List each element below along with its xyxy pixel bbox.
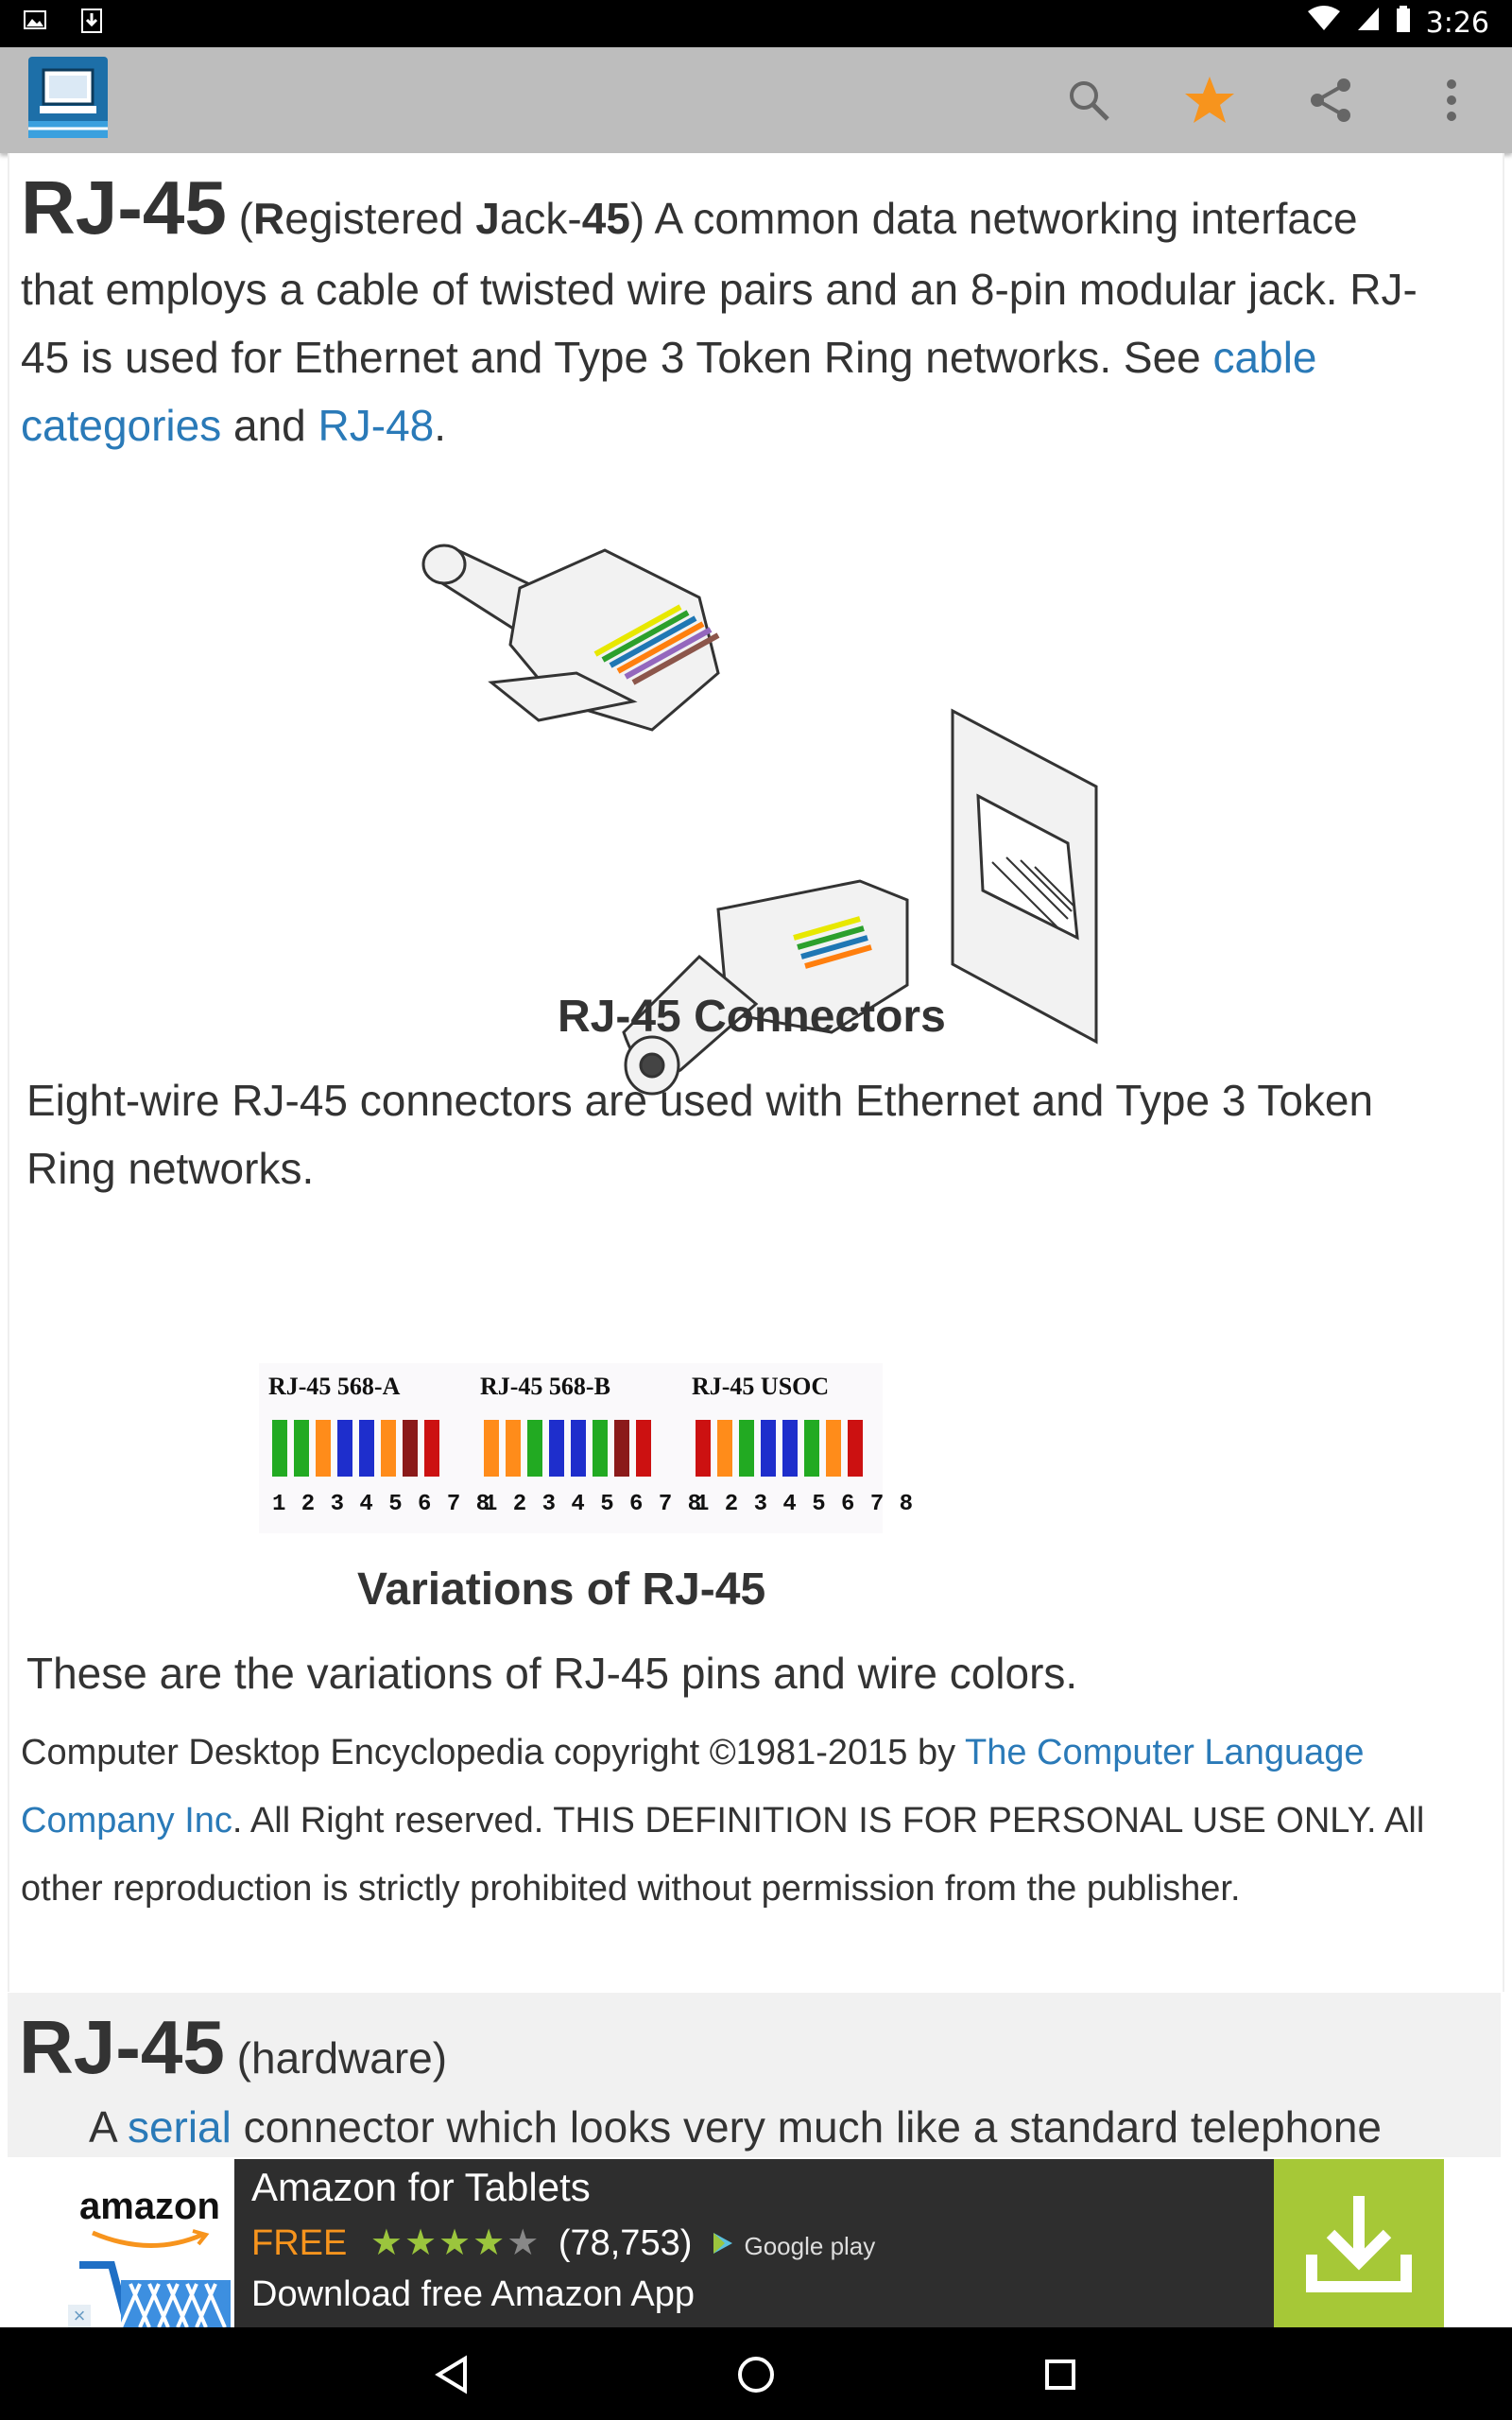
definition-entry: RJ-45 (Registered Jack-45) A common data… xyxy=(8,153,1504,1992)
variation-label: RJ-45 USOC xyxy=(692,1373,830,1400)
copyright-line: Computer Desktop Encyclopedia copyright … xyxy=(21,1733,1365,1772)
back-button[interactable] xyxy=(423,2346,480,2403)
pin-numbers: 1 2 3 4 5 6 7 8 xyxy=(484,1492,703,1517)
variation-label: RJ-45 568-A xyxy=(268,1373,401,1400)
link-cable-categories[interactable]: categories xyxy=(21,401,222,450)
overflow-menu-button[interactable] xyxy=(1423,72,1480,129)
signal-icon xyxy=(1356,6,1381,40)
home-icon xyxy=(738,2357,774,2393)
amazon-logo: amazon × xyxy=(68,2159,234,2327)
download-icon xyxy=(1306,2196,1412,2292)
link-rj-48[interactable]: RJ-48 xyxy=(318,401,435,450)
variation-label: RJ-45 568-B xyxy=(480,1373,610,1400)
figure1-title: RJ-45 Connectors xyxy=(558,992,946,1042)
ad-cta-text: Download free Amazon App xyxy=(251,2274,695,2314)
rj45-variations-illustration: RJ-45 568-A RJ-45 568-B RJ-45 USOC xyxy=(259,1363,913,1533)
ad-meta: FREE ★★★★★ (78,753) Google play xyxy=(251,2221,875,2265)
back-icon xyxy=(435,2355,467,2394)
amazon-smile-icon xyxy=(92,2229,210,2248)
search-icon xyxy=(1070,81,1109,121)
term-qualifier: (hardware) xyxy=(236,2033,448,2083)
ad-banner[interactable]: amazon × Amazon for Tablets FREE ★★★★★ (… xyxy=(68,2159,1444,2327)
copyright-line: other reproduction is strictly prohibite… xyxy=(21,1869,1241,1909)
wifi-icon xyxy=(1307,6,1341,40)
image-notification-icon xyxy=(23,8,51,36)
link-serial[interactable]: serial xyxy=(127,2102,232,2152)
link-publisher[interactable]: Company Inc xyxy=(21,1801,232,1841)
status-bar: 3:26 xyxy=(0,0,1512,47)
battery-icon xyxy=(1396,6,1411,40)
definition-line: A serial connector which looks very much… xyxy=(89,2102,1382,2152)
navigation-bar xyxy=(0,2327,1512,2420)
shopping-cart-icon xyxy=(79,2261,231,2327)
link-publisher[interactable]: The Computer Language xyxy=(964,1733,1365,1772)
ad-download-button[interactable] xyxy=(1274,2159,1444,2327)
figure1-description: Eight-wire RJ-45 connectors are used wit… xyxy=(26,1076,1374,1125)
recents-button[interactable] xyxy=(1032,2346,1089,2403)
search-button[interactable] xyxy=(1060,72,1117,129)
rating-stars: ★★★★ xyxy=(369,2223,507,2263)
copyright-line: Company Inc. All Right reserved. THIS DE… xyxy=(21,1801,1425,1841)
ad-title: Amazon for Tablets xyxy=(251,2165,591,2209)
definition-paragraph: RJ-45 (Registered Jack-45) A common data… xyxy=(21,165,1358,250)
ad-close-icon[interactable]: × xyxy=(68,2305,91,2327)
figure1-description: Ring networks. xyxy=(26,1144,315,1193)
share-icon xyxy=(1311,78,1350,122)
favorite-button[interactable] xyxy=(1181,72,1238,129)
term-heading: RJ-45 xyxy=(21,165,227,250)
pin-numbers: 1 2 3 4 5 6 7 8 xyxy=(696,1492,915,1517)
definition-line: 45 is used for Ethernet and Type 3 Token… xyxy=(21,333,1317,382)
figure2-description: These are the variations of RJ-45 pins a… xyxy=(26,1649,1078,1698)
app-bar xyxy=(0,47,1512,153)
term-heading: RJ-45 xyxy=(19,2005,225,2089)
rating-star-empty: ★ xyxy=(507,2223,540,2263)
recents-icon xyxy=(1045,2360,1075,2390)
definition-entry-hardware: RJ-45 (hardware) A serial connector whic… xyxy=(8,1993,1501,2157)
rj45-connectors-illustration xyxy=(421,544,1098,1096)
term-heading-line: RJ-45 (hardware) xyxy=(19,2010,1493,2092)
definition-line: categories and RJ-48. xyxy=(21,401,447,450)
pin-numbers: 1 2 3 4 5 6 7 8 xyxy=(272,1492,491,1517)
star-icon xyxy=(1185,77,1234,123)
clock: 3:26 xyxy=(1425,6,1489,40)
google-play-icon xyxy=(712,2224,734,2265)
link-cable-categories[interactable]: cable xyxy=(1212,333,1317,382)
app-logo-icon[interactable] xyxy=(25,53,112,146)
share-button[interactable] xyxy=(1302,72,1359,129)
definition-content: RJ-45 (Registered Jack-45) A common data… xyxy=(0,153,1512,2157)
home-button[interactable] xyxy=(728,2346,784,2403)
download-notification-icon xyxy=(79,8,108,36)
definition-line: that employs a cable of twisted wire pai… xyxy=(21,265,1418,314)
figure2-title: Variations of RJ-45 xyxy=(357,1564,766,1615)
more-vert-icon xyxy=(1447,79,1456,121)
